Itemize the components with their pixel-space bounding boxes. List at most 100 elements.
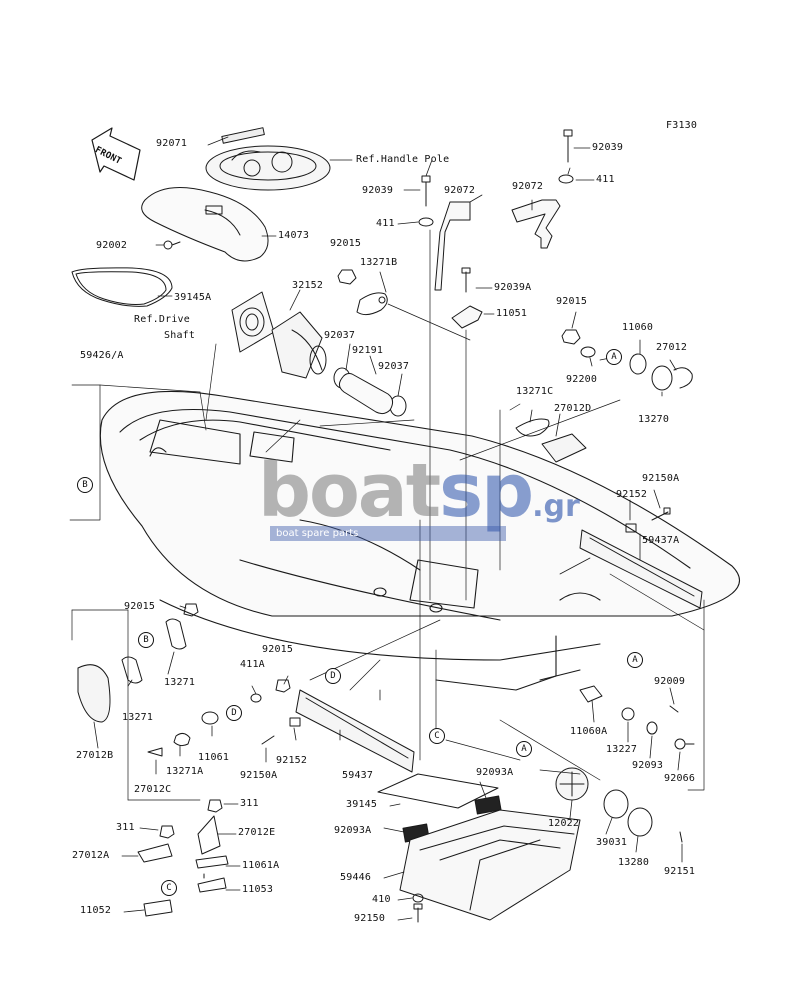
- part-label-92151: 92151: [664, 866, 696, 877]
- part-label-11061a: 11061A: [242, 860, 280, 871]
- watermark-brand-b: sp: [439, 448, 534, 534]
- part-label-39145: 39145: [346, 799, 378, 810]
- watermark-brand-a: boat: [258, 448, 441, 534]
- bracket-11053-part: [197, 873, 227, 893]
- cap-13280-part: [627, 807, 653, 837]
- part-label-27012e: 27012E: [238, 827, 276, 838]
- clip-27012-part: [673, 367, 693, 389]
- washer-410-part: [412, 893, 424, 903]
- screw-92002-part: [163, 240, 181, 250]
- plate-13271b-part: [356, 292, 388, 316]
- part-label-411a: 411A: [240, 659, 265, 670]
- part-label-92009: 92009: [654, 676, 686, 687]
- bracket-11061a-part: [195, 855, 229, 869]
- part-label-92015-b: 92015: [556, 296, 588, 307]
- spacer-92152-left-part: [289, 717, 301, 727]
- seat-cover-part: [141, 187, 269, 262]
- screw-92151-part: [679, 831, 683, 843]
- grille-12022-part: [555, 767, 589, 801]
- part-label-11052: 11052: [80, 905, 112, 916]
- ride-plate-59446-part: [399, 809, 581, 921]
- part-label-411-top: 411: [596, 174, 615, 185]
- part-label-92152-right: 92152: [616, 489, 648, 500]
- nut-311-part: [159, 799, 223, 839]
- ref-drive-label: Ref.Drive: [134, 314, 190, 325]
- bracket-27012e-part: [197, 815, 221, 855]
- cover-27012c-part: [147, 747, 163, 757]
- part-label-311-b: 311: [116, 822, 135, 833]
- part-label-92015-d: 92015: [262, 644, 294, 655]
- nut-92015-part: [337, 269, 357, 285]
- flange-part: [231, 291, 275, 353]
- part-label-12022: 12022: [548, 818, 580, 829]
- gasket-11060-part: [629, 353, 647, 375]
- part-label-92037-b: 92037: [378, 361, 410, 372]
- part-label-27012a: 27012A: [72, 850, 110, 861]
- part-label-92093: 92093: [632, 760, 664, 771]
- plate-13271a-part: [173, 732, 191, 747]
- bracket-92072-part: [434, 199, 561, 291]
- cover-11060a-part: [579, 685, 603, 703]
- callout-d-marker: D: [226, 705, 242, 721]
- watermark-tagline: boat spare parts: [270, 526, 506, 541]
- part-label-92002: 92002: [96, 240, 128, 251]
- part-label-13271: 13271: [164, 677, 196, 688]
- figure-id: F3130: [666, 120, 698, 131]
- front-arrow-icon: [91, 127, 141, 181]
- part-label-11053: 11053: [242, 884, 274, 895]
- gasket-39145-part: [377, 773, 499, 809]
- part-label-410: 410: [372, 894, 391, 905]
- ref-handle-pole-label: Ref.Handle Pole: [356, 154, 450, 165]
- part-label-59426a: 59426/A: [80, 350, 124, 361]
- part-label-39031: 39031: [596, 837, 628, 848]
- part-label-92015-c: 92015: [124, 601, 156, 612]
- leader-lines: [93, 136, 683, 921]
- part-label-92066: 92066: [664, 773, 696, 784]
- part-label-11051: 11051: [496, 308, 528, 319]
- plate-13271-part: [121, 618, 187, 684]
- bolt-92150-part: [413, 903, 423, 923]
- hull-body-part: [99, 390, 740, 691]
- part-label-92191: 92191: [352, 345, 384, 356]
- part-label-92200: 92200: [566, 374, 598, 385]
- part-label-14073: 14073: [278, 230, 310, 241]
- callout-c-marker: C: [161, 880, 177, 896]
- part-label-59437: 59437: [342, 770, 374, 781]
- nut-92015-right-part: [561, 329, 581, 345]
- part-label-92152-left: 92152: [276, 755, 308, 766]
- part-label-92039a: 92039A: [494, 282, 532, 293]
- fitting-13227-part: [621, 707, 635, 721]
- part-label-32152: 32152: [292, 280, 324, 291]
- part-label-59437a: 59437A: [642, 535, 680, 546]
- bolt-92039-part: [421, 129, 573, 293]
- washer-92200-part: [580, 346, 596, 358]
- watermark-suffix: .gr: [532, 489, 580, 524]
- part-label-92150a-right: 92150A: [642, 473, 680, 484]
- cap-39031-part: [603, 789, 629, 819]
- part-label-11060a: 11060A: [570, 726, 608, 737]
- reference-lines: [69, 229, 705, 801]
- boot-duct-part: [271, 311, 327, 379]
- nut-92015-left-part: [183, 603, 199, 617]
- part-label-411-mid: 411: [376, 218, 395, 229]
- part-label-13271c: 13271C: [516, 386, 554, 397]
- part-label-39145a: 39145A: [174, 292, 212, 303]
- ref-drive-shaft-label: Shaft: [164, 330, 196, 341]
- part-label-92150a-left: 92150A: [240, 770, 278, 781]
- handle-grip-part: [221, 127, 265, 144]
- part-label-27012c: 27012C: [134, 784, 172, 795]
- part-label-13280: 13280: [618, 857, 650, 868]
- bolt-92150a-right-part: [651, 507, 671, 521]
- bracket-27012a-part: [137, 843, 173, 863]
- watermark-logo: boatsp.gr: [258, 448, 580, 534]
- part-label-92071: 92071: [156, 138, 188, 149]
- bolt-92150a-left-part: [261, 735, 275, 745]
- hose-part: [338, 373, 394, 415]
- part-label-13271b: 13271B: [360, 257, 398, 268]
- part-label-92037-a: 92037: [324, 330, 356, 341]
- part-label-92015-a: 92015: [330, 238, 362, 249]
- part-label-92093a-b: 92093A: [334, 825, 372, 836]
- plate-13270-part: [651, 365, 673, 391]
